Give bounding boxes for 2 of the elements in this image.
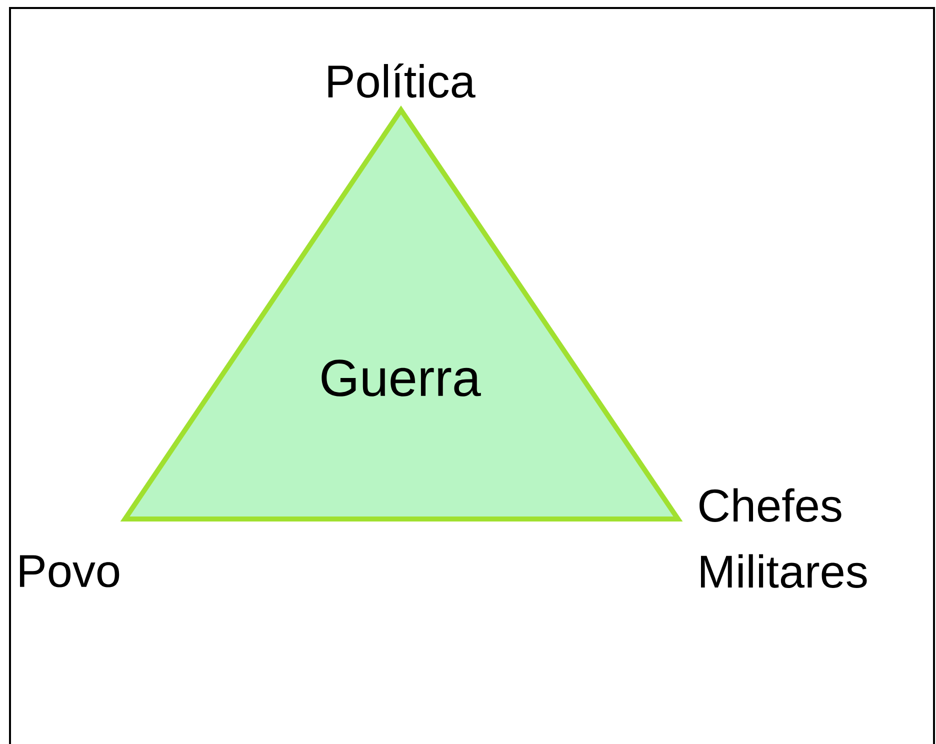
vertex-label: Chefes Militares [700, 488, 867, 588]
vertex-label: Povo [20, 555, 120, 588]
